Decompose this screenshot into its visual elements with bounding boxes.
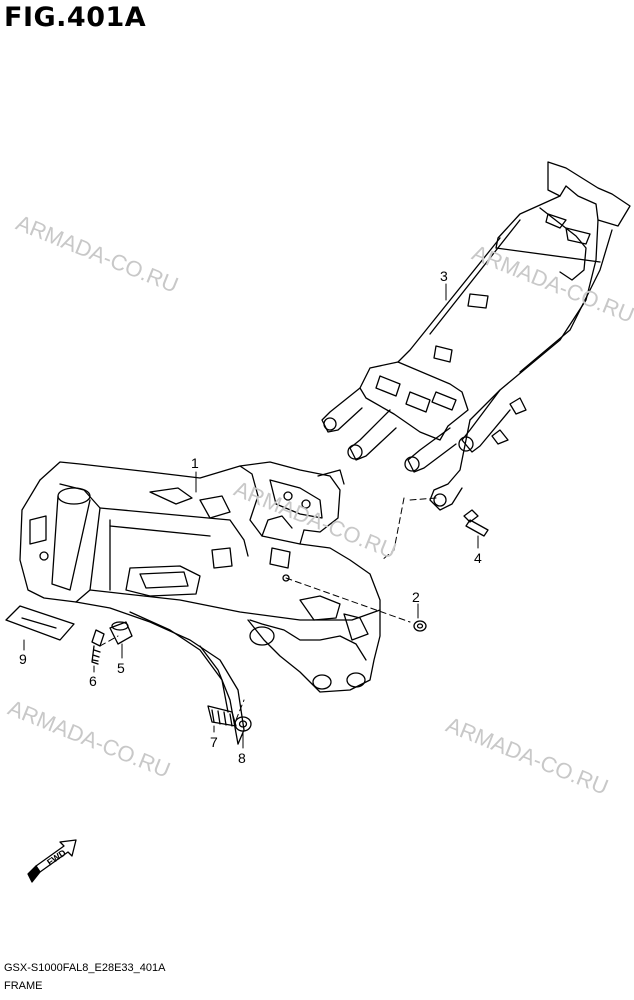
nut-part-2 xyxy=(413,620,427,632)
label-sheet-part-9 xyxy=(5,605,75,641)
callout-3: 3 xyxy=(440,268,448,284)
figure-name: FRAME xyxy=(4,980,43,992)
collar-part-5 xyxy=(109,621,133,645)
fwd-arrow-icon xyxy=(27,839,77,883)
main-frame xyxy=(19,461,381,745)
washer-part-8 xyxy=(234,716,252,732)
figure-title: FIG.401A xyxy=(4,2,147,33)
callout-2: 2 xyxy=(412,589,420,605)
rear-subframe xyxy=(321,161,631,511)
figure-code: GSX-S1000FAL8_E28E33_401A xyxy=(4,962,166,974)
leader-lines xyxy=(23,283,479,749)
callout-6: 6 xyxy=(89,673,97,689)
bolt-part-6 xyxy=(91,629,105,665)
callout-5: 5 xyxy=(117,660,125,676)
bolt-part-4 xyxy=(463,509,489,537)
callout-1: 1 xyxy=(191,455,199,471)
callout-9: 9 xyxy=(19,651,27,667)
callout-4: 4 xyxy=(474,550,482,566)
callout-8: 8 xyxy=(238,750,246,766)
callout-7: 7 xyxy=(210,734,218,750)
